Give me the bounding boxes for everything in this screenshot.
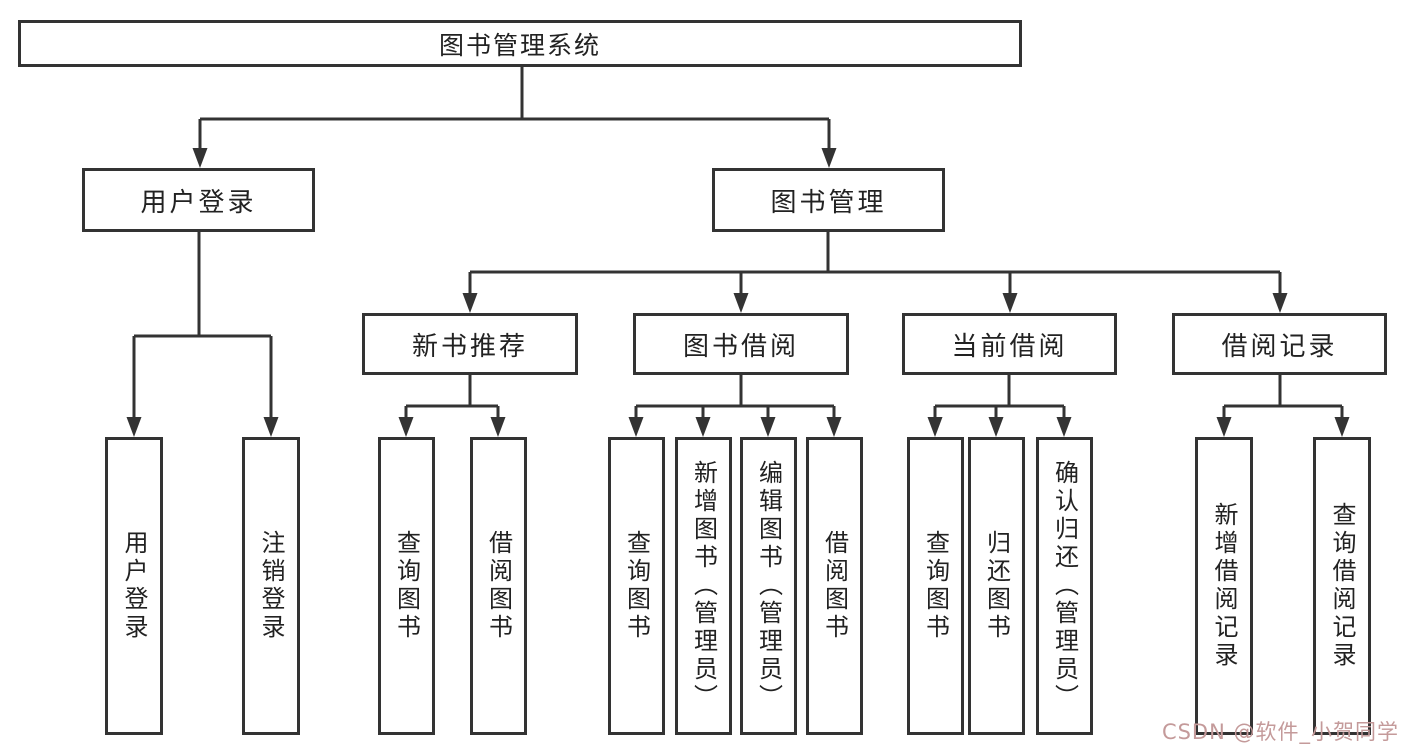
- leaf-current-return: 归还图书: [968, 437, 1025, 735]
- leaf-record-add: 新增借阅记录: [1195, 437, 1253, 735]
- leaf-borrow-book-label: 借阅图书: [820, 530, 849, 642]
- connector-book-mgmt-to-level3: [462, 232, 1288, 313]
- node-root-system: 图书管理系统: [18, 20, 1022, 67]
- leaf-user-login-label: 用户登录: [120, 530, 148, 642]
- leaf-current-query: 查询图书: [907, 437, 964, 735]
- connector-current-borrow-to-leaves: [927, 375, 1072, 437]
- node-new-book-recommend-label: 新书推荐: [411, 331, 528, 362]
- leaf-newbook-borrow-label: 借阅图书: [484, 530, 513, 642]
- connector-root-to-level2: [192, 67, 837, 168]
- node-new-book-recommend: 新书推荐: [362, 313, 578, 375]
- leaf-borrow-book: 借阅图书: [806, 437, 863, 735]
- csdn-watermark: CSDN @软件_小贺同学: [1161, 720, 1399, 744]
- leaf-newbook-query-label: 查询图书: [392, 530, 421, 642]
- leaf-record-query: 查询借阅记录: [1313, 437, 1371, 735]
- leaf-current-return-label: 归还图书: [982, 530, 1011, 642]
- leaf-current-confirm-admin: 确认归还（管理员）: [1036, 437, 1093, 735]
- leaf-current-query-label: 查询图书: [921, 530, 950, 642]
- node-current-borrow-label: 当前借阅: [951, 331, 1068, 362]
- node-user-login-label: 用户登录: [140, 187, 257, 218]
- node-root-label: 图书管理系统: [438, 30, 601, 60]
- node-book-borrow-label: 图书借阅: [682, 331, 799, 362]
- leaf-user-login: 用户登录: [105, 437, 163, 735]
- node-book-management: 图书管理: [712, 168, 945, 232]
- leaf-borrow-edit-admin: 编辑图书（管理员）: [740, 437, 797, 735]
- connector-borrow-record-to-leaves: [1216, 375, 1350, 437]
- leaf-newbook-borrow: 借阅图书: [470, 437, 527, 735]
- leaf-record-query-label: 查询借阅记录: [1328, 502, 1356, 670]
- node-user-login: 用户登录: [82, 168, 315, 232]
- connector-book-borrow-to-leaves: [628, 375, 842, 437]
- leaf-borrow-add-admin-label: 新增图书（管理员）: [689, 460, 718, 712]
- connector-user-login-to-leaves: [126, 232, 279, 437]
- connector-new-book-to-leaves: [398, 375, 506, 437]
- node-book-management-label: 图书管理: [770, 187, 887, 218]
- leaf-newbook-query: 查询图书: [378, 437, 435, 735]
- node-book-borrow: 图书借阅: [633, 313, 849, 375]
- node-borrow-record-label: 借阅记录: [1221, 331, 1338, 362]
- leaf-borrow-query: 查询图书: [608, 437, 665, 735]
- node-borrow-record: 借阅记录: [1172, 313, 1387, 375]
- node-current-borrow: 当前借阅: [902, 313, 1117, 375]
- leaf-current-confirm-admin-label: 确认归还（管理员）: [1050, 460, 1079, 712]
- leaf-borrow-query-label: 查询图书: [622, 530, 651, 642]
- leaf-borrow-add-admin: 新增图书（管理员）: [675, 437, 732, 735]
- leaf-borrow-edit-admin-label: 编辑图书（管理员）: [754, 460, 783, 712]
- leaf-logout: 注销登录: [242, 437, 300, 735]
- leaf-logout-label: 注销登录: [257, 530, 285, 642]
- leaf-record-add-label: 新增借阅记录: [1210, 502, 1238, 670]
